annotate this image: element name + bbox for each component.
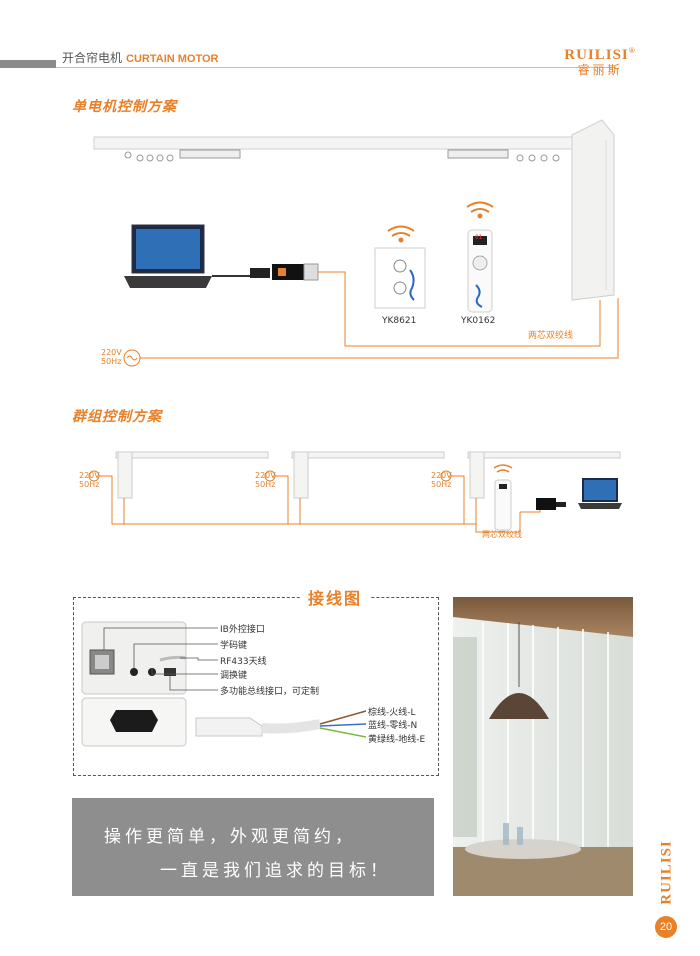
brand-name-cn: 睿丽斯 xyxy=(577,63,623,77)
side-brand-text: RUILISI xyxy=(658,840,675,905)
trees xyxy=(453,637,477,837)
label-rf433-antenna: RF433天线 xyxy=(220,657,267,667)
room-photo xyxy=(453,597,633,896)
single-motor-diagram xyxy=(93,119,619,367)
group-control-diagram xyxy=(88,451,622,533)
label-switch-key: 调换键 xyxy=(220,671,248,681)
brand-name-en: RUILISI xyxy=(564,47,629,63)
power-voltage: 220V xyxy=(79,471,100,480)
ac-power-icon-1 xyxy=(88,470,100,482)
slogan-banner: 操作更简单，外观更简约， 一直是我们追求的目标！ xyxy=(72,798,434,896)
power-voltage: 220V xyxy=(101,348,122,357)
wire-label-group: 两芯双绞线 xyxy=(482,530,522,539)
power-frequency: 50Hz xyxy=(431,480,452,489)
label-bus-interface: 多功能总线接口，可定制 xyxy=(220,687,320,697)
wiring-diagram-box xyxy=(73,597,439,776)
wiring-diagram-title: 接线图 xyxy=(300,585,371,609)
device-label-yk0162: YK0162 xyxy=(461,316,496,326)
wiring-illustration xyxy=(81,621,367,747)
power-label-single: 220V 50Hz xyxy=(101,348,122,366)
power-frequency: 50Hz xyxy=(79,480,100,489)
remote-yk0162 xyxy=(467,229,493,313)
wifi-signal-icon-switch xyxy=(387,225,415,243)
power-plug xyxy=(195,717,263,737)
usb-converter xyxy=(272,264,304,280)
wall-switch-yk8621 xyxy=(374,247,426,309)
label-ib-interface: IB外控接口 xyxy=(220,625,265,635)
wire-label-single: 两芯双绞线 xyxy=(528,331,574,341)
curtain-track-2 xyxy=(291,451,445,499)
curtain-track xyxy=(93,136,603,150)
ac-power-icon-2 xyxy=(264,470,276,482)
group-laptop-image xyxy=(578,478,622,509)
device-label-yk8621: YK8621 xyxy=(382,316,417,326)
track-hooks-right xyxy=(447,149,560,162)
curtain-track-3 xyxy=(467,451,621,499)
ac-power-icon-3 xyxy=(440,470,452,482)
curtain-track-1 xyxy=(115,451,269,499)
brand-reg-mark: ® xyxy=(628,46,636,55)
header-bar xyxy=(0,60,56,68)
brand-logo: RUILISI® 睿丽斯 xyxy=(560,46,640,76)
curtain-motor xyxy=(571,119,615,301)
group-converter xyxy=(536,498,566,510)
label-wire-neutral: 蓝线-零线-N xyxy=(368,721,418,731)
power-frequency: 50Hz xyxy=(101,357,122,366)
side-brand: RUILISI xyxy=(653,836,681,910)
page-number: 20 xyxy=(655,916,677,938)
wire-green xyxy=(319,727,367,738)
coffee-table xyxy=(465,839,581,859)
label-wire-earth: 黄绿线-地线-E xyxy=(368,735,426,745)
laptop-image xyxy=(124,224,212,288)
header-title-cn: 开合帘电机 xyxy=(62,51,123,65)
wifi-signal-icon-remote xyxy=(466,201,494,219)
curtains xyxy=(482,622,609,847)
slogan-line-2: 一直是我们追求的目标！ xyxy=(160,861,391,881)
pendant-lamp xyxy=(489,693,549,719)
learn-button xyxy=(130,668,138,676)
iec-socket xyxy=(110,710,158,732)
section-title-group-control: 群组控制方案 xyxy=(72,409,162,425)
power-frequency: 50Hz xyxy=(255,480,276,489)
remote-display: 01 xyxy=(475,234,483,241)
header-rule xyxy=(56,67,616,68)
label-learn-key: 学码键 xyxy=(220,641,248,651)
power-voltage: 220V xyxy=(431,471,452,480)
section-title-single-motor: 单电机控制方案 xyxy=(72,99,177,115)
track-hooks-left xyxy=(124,149,241,162)
label-wire-live: 棕线-火线-L xyxy=(368,708,416,718)
group-remote-icon xyxy=(493,464,513,531)
power-cable xyxy=(261,719,321,734)
mini-usb-port xyxy=(164,668,176,676)
slogan-line-1: 操作更简单，外观更简约， xyxy=(104,827,356,847)
power-voltage: 220V xyxy=(255,471,276,480)
header-title-en: CURTAIN MOTOR xyxy=(126,53,219,65)
wire-blue xyxy=(319,723,367,727)
wire-brown xyxy=(319,710,367,725)
ceiling xyxy=(453,597,633,637)
usb-plug xyxy=(250,268,270,278)
